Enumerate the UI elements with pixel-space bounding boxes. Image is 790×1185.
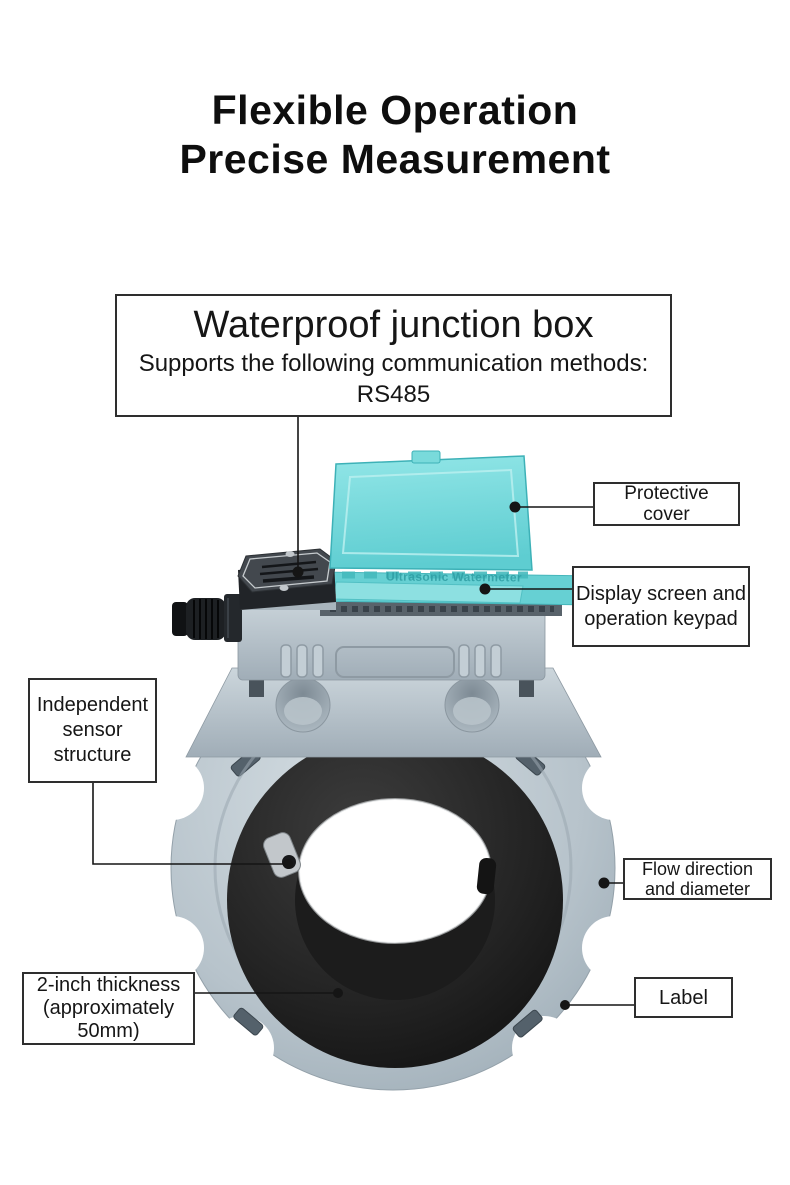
display-faceplate: [313, 571, 598, 616]
callout-flow-direction: Flow direction and diameter: [623, 858, 772, 900]
mounting-hole-left: [275, 677, 331, 733]
shoulder-notch-left: [249, 680, 264, 697]
display-window: [332, 581, 524, 604]
junction-callout-title: Waterproof junction box: [193, 303, 594, 346]
protective-cover-lid: [329, 450, 533, 571]
rubber-ring: [227, 732, 563, 1068]
callout-protective-cover: Protective cover: [593, 482, 740, 526]
mounting-hole-right: [444, 677, 500, 733]
callout-label: Label: [634, 977, 733, 1018]
junction-callout-method: RS485: [356, 380, 431, 408]
shoulder-notch-right: [519, 680, 534, 697]
callout-display-screen: Display screen and operation keypad: [572, 566, 750, 647]
flange-rim-slots: [230, 747, 546, 1038]
callout-thickness: 2-inch thickness (approximately 50mm): [22, 972, 195, 1045]
leader-dots: [283, 501, 610, 1010]
page-title-line1: Flexible Operation: [211, 87, 579, 133]
junction-callout-subtitle: Supports the following communication met…: [138, 349, 649, 377]
page-title-line2: Precise Measurement: [179, 136, 611, 182]
junction-box-border: [242, 552, 331, 589]
junction-box-engraving-lines: [259, 560, 319, 583]
housing-shoulder: [185, 667, 602, 758]
junction-box-screw-bottom: [279, 585, 289, 591]
junction-box-screw-top: [285, 551, 295, 557]
lid-inner-edge: [341, 468, 520, 558]
faceplate-text: Ultrasonic Watermeter: [385, 569, 523, 585]
page-title: Flexible Operation Precise Measurement: [0, 86, 790, 184]
housing-ribs: [280, 644, 502, 678]
inner-transducer-tab: [476, 857, 497, 895]
leader-sensor: [92, 783, 288, 865]
cable-gland: [172, 594, 242, 642]
lid-latch-tab: [411, 450, 441, 464]
housing: [185, 595, 602, 758]
callout-waterproof-junction-box: Waterproof junction box Supports the fol…: [115, 294, 672, 417]
bore-opening: [299, 799, 491, 943]
callout-independent-sensor: Independent sensor structure: [28, 678, 157, 783]
junction-box: [237, 548, 337, 610]
